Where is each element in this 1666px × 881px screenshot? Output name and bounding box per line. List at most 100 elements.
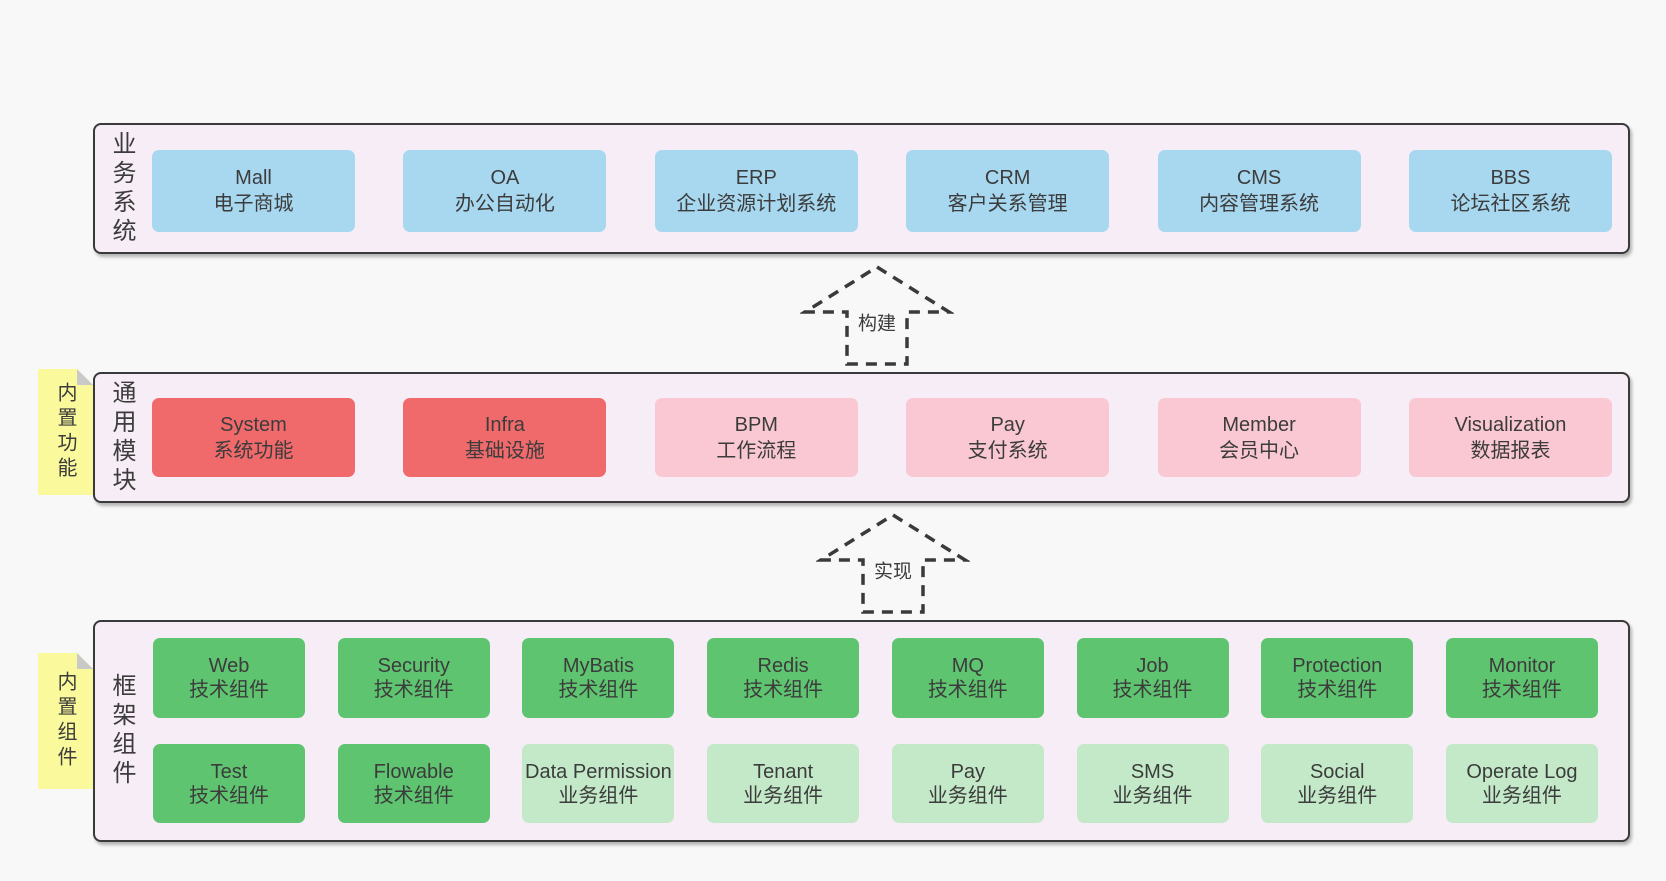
box-sms-subtitle: 业务组件	[1112, 784, 1193, 807]
box-crm: CRM 客户关系管理	[906, 150, 1110, 232]
box-protection: Protection 技术组件	[1261, 638, 1414, 718]
arrow-build-label: 构建	[853, 306, 901, 338]
box-mq-subtitle: 技术组件	[927, 679, 1008, 701]
box-bbs-title: BBS	[1490, 167, 1531, 189]
box-web-title: Web	[208, 655, 250, 677]
box-data-permission: Data Permission 业务组件	[522, 744, 675, 823]
box-mq: MQ 技术组件	[891, 638, 1044, 718]
box-data-permission-subtitle: 业务组件	[558, 784, 639, 807]
sticky-note-builtin-features: 内置功能	[38, 369, 93, 495]
box-monitor: Monitor 技术组件	[1445, 638, 1598, 718]
box-social-subtitle: 业务组件	[1297, 784, 1378, 807]
arrow-build: 构建	[800, 262, 954, 370]
box-pay-title: Pay	[990, 413, 1025, 436]
box-job-title: Job	[1136, 655, 1169, 677]
box-visualization-subtitle: 数据报表	[1470, 439, 1551, 462]
box-member: Member 会员中心	[1157, 398, 1361, 477]
up-arrow-icon	[800, 264, 954, 366]
box-erp-title: ERP	[735, 167, 777, 189]
common-modules-row: System 系统功能 Infra 基础设施 BPM 工作流程 Pay 支付系统…	[152, 398, 1612, 477]
box-redis: Redis 技术组件	[707, 638, 860, 718]
up-arrow-icon	[816, 512, 970, 614]
box-mall-title: Mall	[235, 167, 272, 189]
box-mybatis: MyBatis 技术组件	[522, 638, 675, 718]
band-framework-components-label: 框架组件	[108, 673, 135, 789]
box-pay-component-subtitle: 业务组件	[927, 784, 1008, 807]
box-pay-component-title: Pay	[950, 760, 986, 783]
box-monitor-subtitle: 技术组件	[1481, 679, 1562, 701]
box-oa-title: OA	[490, 167, 520, 189]
sticky-builtin-features-label: 内置功能	[54, 382, 76, 482]
box-security-subtitle: 技术组件	[373, 679, 454, 701]
box-protection-subtitle: 技术组件	[1297, 679, 1378, 701]
box-social-title: Social	[1309, 760, 1365, 783]
box-oa-subtitle: 办公自动化	[454, 193, 555, 215]
box-redis-subtitle: 技术组件	[743, 679, 824, 701]
box-bpm-title: BPM	[734, 413, 778, 436]
box-operate-log: Operate Log 业务组件	[1445, 744, 1598, 823]
box-tenant-subtitle: 业务组件	[743, 784, 824, 807]
box-member-title: Member	[1222, 413, 1296, 436]
box-test-title: Test	[210, 760, 248, 783]
box-monitor-title: Monitor	[1488, 655, 1556, 677]
box-visualization: Visualization 数据报表	[1408, 398, 1612, 477]
box-sms: SMS 业务组件	[1076, 744, 1229, 823]
box-infra: Infra 基础设施	[403, 398, 607, 477]
box-cms-title: CMS	[1236, 167, 1282, 189]
box-web: Web 技术组件	[153, 638, 305, 718]
box-bbs: BBS 论坛社区系统	[1408, 150, 1612, 232]
box-crm-subtitle: 客户关系管理	[947, 193, 1068, 215]
framework-components-row-1: Web 技术组件 Security 技术组件 MyBatis 技术组件 Redi…	[153, 638, 1598, 718]
box-test: Test 技术组件	[153, 744, 305, 823]
box-bbs-subtitle: 论坛社区系统	[1450, 193, 1571, 215]
box-tenant: Tenant 业务组件	[707, 744, 860, 823]
band-common-modules-label: 通用模块	[108, 379, 135, 496]
box-operate-log-subtitle: 业务组件	[1481, 784, 1562, 807]
box-pay-component: Pay 业务组件	[891, 744, 1044, 823]
box-job-subtitle: 技术组件	[1112, 679, 1193, 701]
box-redis-title: Redis	[757, 655, 809, 677]
band-framework-components: 框架组件 Web 技术组件 Security 技术组件 MyBatis 技术组件…	[93, 620, 1630, 842]
box-system-subtitle: 系统功能	[213, 439, 294, 462]
sticky-builtin-components-label: 内置组件	[54, 671, 76, 771]
box-infra-title: Infra	[484, 413, 525, 436]
box-erp: ERP 企业资源计划系统	[654, 150, 858, 232]
sticky-note-builtin-components: 内置组件	[38, 653, 93, 789]
box-mall: Mall 电子商城	[152, 150, 355, 232]
band-common-modules: 通用模块 System 系统功能 Infra 基础设施 BPM 工作流程 Pay…	[93, 372, 1630, 503]
box-protection-title: Protection	[1292, 655, 1383, 677]
box-bpm: BPM 工作流程	[654, 398, 858, 477]
box-security: Security 技术组件	[337, 638, 490, 718]
box-data-permission-title: Data Permission	[525, 760, 672, 783]
box-security-title: Security	[377, 655, 450, 677]
box-web-subtitle: 技术组件	[189, 679, 269, 701]
box-infra-subtitle: 基础设施	[464, 439, 545, 462]
box-tenant-title: Tenant	[753, 760, 814, 783]
business-systems-row: Mall 电子商城 OA 办公自动化 ERP 企业资源计划系统 CRM 客户关系…	[152, 150, 1612, 232]
box-pay-subtitle: 支付系统	[967, 439, 1048, 462]
box-mybatis-title: MyBatis	[562, 655, 634, 677]
box-visualization-title: Visualization	[1454, 413, 1567, 436]
box-mq-title: MQ	[951, 655, 984, 677]
band-business-systems: 业务系统 Mall 电子商城 OA 办公自动化 ERP 企业资源计划系统 CRM…	[93, 123, 1630, 254]
box-erp-subtitle: 企业资源计划系统	[676, 193, 837, 215]
box-flowable: Flowable 技术组件	[337, 744, 490, 823]
box-flowable-subtitle: 技术组件	[373, 784, 454, 807]
box-social: Social 业务组件	[1261, 744, 1414, 823]
box-test-subtitle: 技术组件	[189, 784, 269, 807]
box-flowable-title: Flowable	[373, 760, 454, 783]
box-mybatis-subtitle: 技术组件	[558, 679, 639, 701]
box-mall-subtitle: 电子商城	[213, 193, 294, 215]
box-cms: CMS 内容管理系统	[1157, 150, 1361, 232]
box-operate-log-title: Operate Log	[1466, 760, 1578, 783]
box-pay: Pay 支付系统	[906, 398, 1110, 477]
box-system: System 系统功能	[152, 398, 355, 477]
box-system-title: System	[220, 413, 287, 436]
box-bpm-subtitle: 工作流程	[716, 439, 797, 462]
box-member-subtitle: 会员中心	[1219, 439, 1300, 462]
box-crm-title: CRM	[984, 167, 1031, 189]
box-job: Job 技术组件	[1076, 638, 1229, 718]
arrow-implement-label: 实现	[869, 554, 917, 586]
box-sms-title: SMS	[1130, 760, 1175, 783]
